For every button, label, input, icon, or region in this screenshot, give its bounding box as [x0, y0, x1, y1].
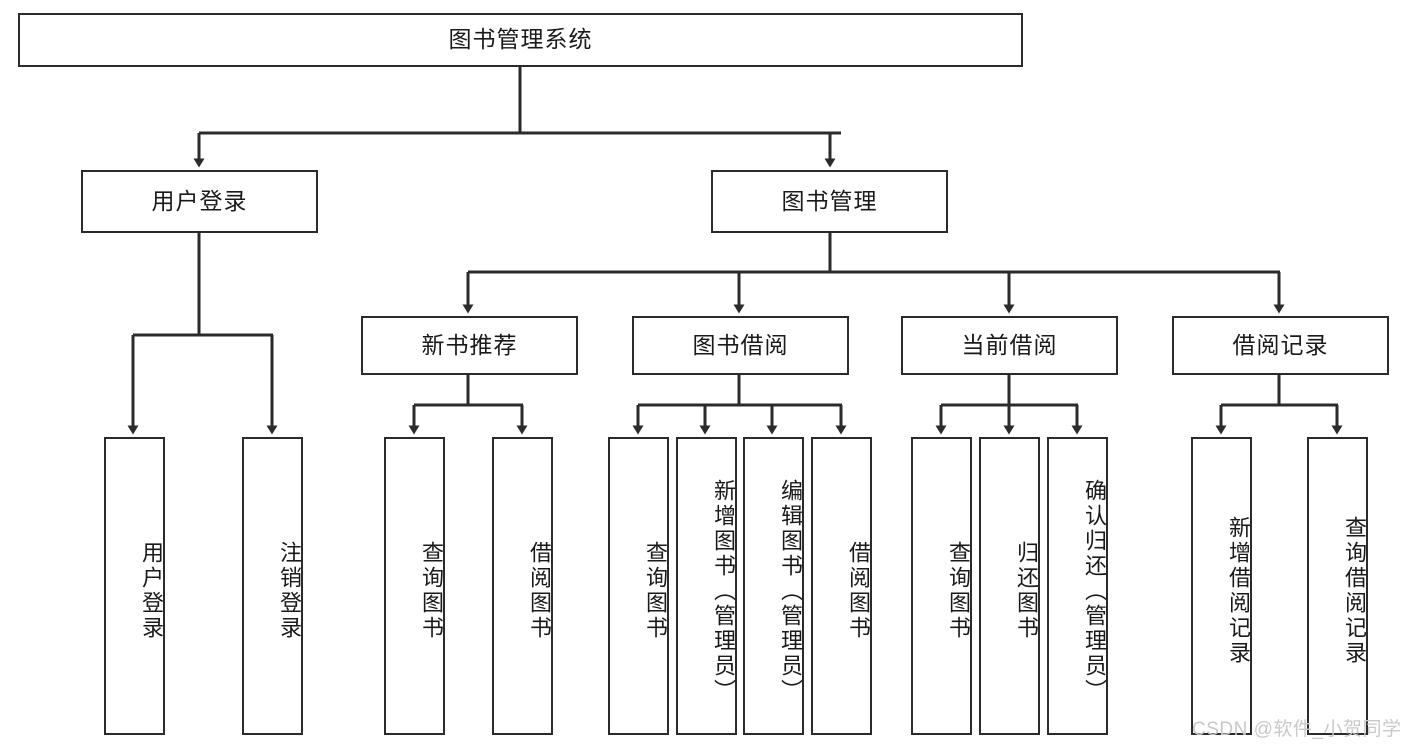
leaf-user-login-login[interactable]: 用户登录 — [104, 437, 165, 735]
leaf-borrow-record-add[interactable]: 新增借阅记录 — [1191, 437, 1252, 735]
node-label: 当前借阅 — [961, 331, 1058, 358]
watermark-csdn: CSDN @软件_小贺同学 — [1192, 714, 1401, 741]
leaf-borrow-record-query[interactable]: 查询借阅记录 — [1307, 437, 1368, 735]
leaf-book-borrow-edit[interactable]: 编辑图书（管理员） — [743, 437, 804, 735]
leaf-book-borrow-query[interactable]: 查询图书 — [608, 437, 669, 735]
node-user-login[interactable]: 用户登录 — [81, 170, 318, 233]
node-label: 用户登录 — [151, 187, 248, 214]
node-label: 新书推荐 — [421, 331, 518, 358]
leaf-current-borrow-query[interactable]: 查询图书 — [911, 437, 972, 735]
node-label: 新增借阅记录 — [1226, 516, 1251, 666]
node-label: 查询图书 — [643, 541, 668, 641]
node-label: 用户登录 — [139, 541, 164, 641]
node-label: 借阅记录 — [1232, 331, 1329, 358]
node-label: 图书管理系统 — [448, 26, 593, 53]
node-label: 借阅图书 — [846, 541, 871, 641]
node-book-borrow[interactable]: 图书借阅 — [632, 316, 849, 375]
node-label: 查询图书 — [419, 541, 444, 641]
leaf-new-book-query[interactable]: 查询图书 — [384, 437, 445, 735]
leaf-book-borrow-borrow[interactable]: 借阅图书 — [811, 437, 872, 735]
leaf-current-borrow-confirm-return[interactable]: 确认归还（管理员） — [1047, 437, 1108, 735]
leaf-book-borrow-add[interactable]: 新增图书（管理员） — [676, 437, 737, 735]
leaf-user-login-logout[interactable]: 注销登录 — [242, 437, 303, 735]
node-current-borrow[interactable]: 当前借阅 — [901, 316, 1118, 375]
node-new-book-recommend[interactable]: 新书推荐 — [361, 316, 578, 375]
leaf-new-book-borrow[interactable]: 借阅图书 — [492, 437, 553, 735]
node-borrow-record[interactable]: 借阅记录 — [1172, 316, 1389, 375]
node-label: 确认归还（管理员） — [1082, 478, 1107, 704]
node-label: 借阅图书 — [527, 541, 552, 641]
node-label: 图书借阅 — [692, 331, 789, 358]
node-label: 图书管理 — [781, 187, 878, 214]
node-label: 查询借阅记录 — [1342, 516, 1367, 666]
watermark-text: CSDN @软件_小贺同学 — [1192, 719, 1402, 740]
node-label: 归还图书 — [1014, 541, 1039, 641]
node-root-book-management-system[interactable]: 图书管理系统 — [18, 13, 1023, 67]
node-book-management[interactable]: 图书管理 — [711, 170, 948, 233]
leaf-current-borrow-return[interactable]: 归还图书 — [979, 437, 1040, 735]
node-label: 注销登录 — [277, 541, 302, 641]
node-label: 查询图书 — [946, 541, 971, 641]
node-label: 新增图书（管理员） — [711, 478, 736, 704]
node-label: 编辑图书（管理员） — [778, 478, 803, 704]
